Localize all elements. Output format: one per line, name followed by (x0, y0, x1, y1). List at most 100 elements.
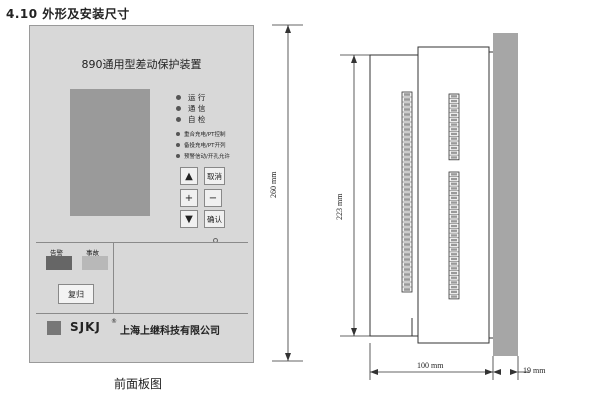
indicator-led (176, 154, 180, 158)
terminal-pin (451, 187, 457, 190)
terminal-pin (404, 148, 410, 151)
terminal-pin (451, 220, 457, 223)
terminal-pin (451, 257, 457, 261)
terminal-pin (404, 273, 410, 276)
minus-key[interactable]: − (204, 189, 222, 207)
terminal-pin (404, 253, 410, 256)
terminal-pin (404, 123, 410, 126)
terminal-pin (451, 239, 457, 242)
terminal-pin (451, 229, 457, 232)
terminal-pin (451, 295, 457, 298)
terminal-pin (404, 203, 410, 206)
terminal-pin (451, 276, 457, 279)
reset-button[interactable]: 复归 (58, 284, 94, 304)
terminal-pin (404, 288, 410, 291)
up-key[interactable]: ▲ (180, 167, 198, 185)
terminal-pin (451, 95, 457, 98)
terminal-pin (404, 263, 410, 266)
mounting-plate (493, 33, 518, 356)
terminal-pin (451, 210, 457, 214)
terminal-pin (404, 128, 410, 131)
terminal-pin (451, 99, 457, 103)
terminal-pin (404, 118, 410, 121)
indicator-label: 自 检 (188, 115, 206, 124)
terminal-pin (404, 233, 410, 236)
indicator-label: 重合充电/PT控制 (184, 132, 226, 138)
indicator-led (176, 117, 181, 122)
signal-label-alarm: 告警 (50, 249, 63, 257)
panel-divider (36, 313, 248, 314)
terminal-pin (404, 173, 410, 176)
terminal-pin (451, 114, 457, 117)
function-indicator: 预警信动/开孔允许 (176, 152, 230, 160)
terminal-pin (451, 142, 457, 145)
height-dimension-line (272, 24, 303, 362)
down-key[interactable]: ▼ (180, 210, 198, 228)
registered-mark: ® (111, 318, 117, 325)
terminal-pin (451, 206, 457, 209)
terminal-pin (404, 143, 410, 146)
terminal-pin (404, 108, 410, 111)
indicator-comm: 通 信 (176, 103, 205, 114)
terminal-pin (404, 188, 410, 191)
signal-label-fault: 事故 (86, 249, 99, 257)
terminal-pin (404, 248, 410, 251)
cancel-key[interactable]: 取消 (204, 167, 225, 185)
indicator-label: 预警信动/开孔允许 (184, 154, 230, 160)
terminal-pin (451, 286, 457, 289)
terminal-pin (451, 271, 457, 275)
terminal-pin (404, 283, 410, 286)
height-dimension-label: 260 mm (269, 171, 278, 198)
terminal-pin (404, 98, 410, 101)
terminal-pin (451, 234, 457, 237)
indicator-label: 运 行 (188, 93, 206, 102)
indicator-run: 运 行 (176, 92, 205, 103)
terminal-pin (404, 228, 410, 231)
terminal-pin (404, 153, 410, 156)
flange-dimension-label: 19 mm (523, 366, 546, 375)
terminal-pin (451, 104, 457, 107)
terminal-pin (404, 213, 410, 216)
terminal-pin (404, 103, 410, 106)
terminal-pin (404, 93, 410, 96)
terminal-pin (404, 268, 410, 271)
terminal-pin (404, 193, 410, 196)
terminal-pin (404, 138, 410, 141)
brand-logo: SJKJ (70, 320, 101, 334)
terminal-pin (404, 158, 410, 161)
company-name: 上海上继科技有限公司 (120, 326, 220, 337)
terminal-pin (404, 218, 410, 221)
terminal-pin (451, 177, 457, 181)
terminal-pin (451, 128, 457, 131)
function-indicator: 备投充电/PT开列 (176, 141, 226, 149)
indicator-label: 通 信 (188, 104, 206, 113)
terminal-pin (404, 178, 410, 181)
panel-divider (113, 242, 114, 313)
lcd-display (70, 89, 150, 216)
terminal-pin (451, 173, 457, 176)
terminal-pin (451, 196, 457, 199)
confirm-key[interactable]: 确认 (204, 210, 225, 228)
terminal-pin (451, 267, 457, 270)
terminal-pin (404, 243, 410, 246)
terminal-pin (404, 163, 410, 166)
fault-lamp (82, 256, 108, 270)
terminal-strip-left (401, 91, 413, 293)
plus-key[interactable]: + (180, 189, 198, 207)
terminal-pin (404, 258, 410, 261)
terminal-pin (451, 253, 457, 256)
terminal-pin (404, 133, 410, 136)
front-panel: 890通用型差动保护装置 运 行 通 信 自 检 重合充电/PT控制 备投充电/… (29, 25, 254, 363)
terminal-strip-right-bottom (448, 171, 460, 300)
terminal-pin (404, 198, 410, 201)
terminal-pin (451, 151, 457, 154)
terminal-pin (451, 290, 457, 293)
device-title: 890通用型差动保护装置 (81, 58, 202, 71)
terminal-pin (451, 201, 457, 204)
terminal-pin (451, 224, 457, 228)
terminal-pin (451, 118, 457, 121)
inner-height-dimension-label: 223 mm (335, 193, 344, 220)
terminal-pin (451, 192, 457, 195)
front-panel-caption: 前面板图 (114, 377, 163, 391)
indicator-led (176, 106, 181, 111)
